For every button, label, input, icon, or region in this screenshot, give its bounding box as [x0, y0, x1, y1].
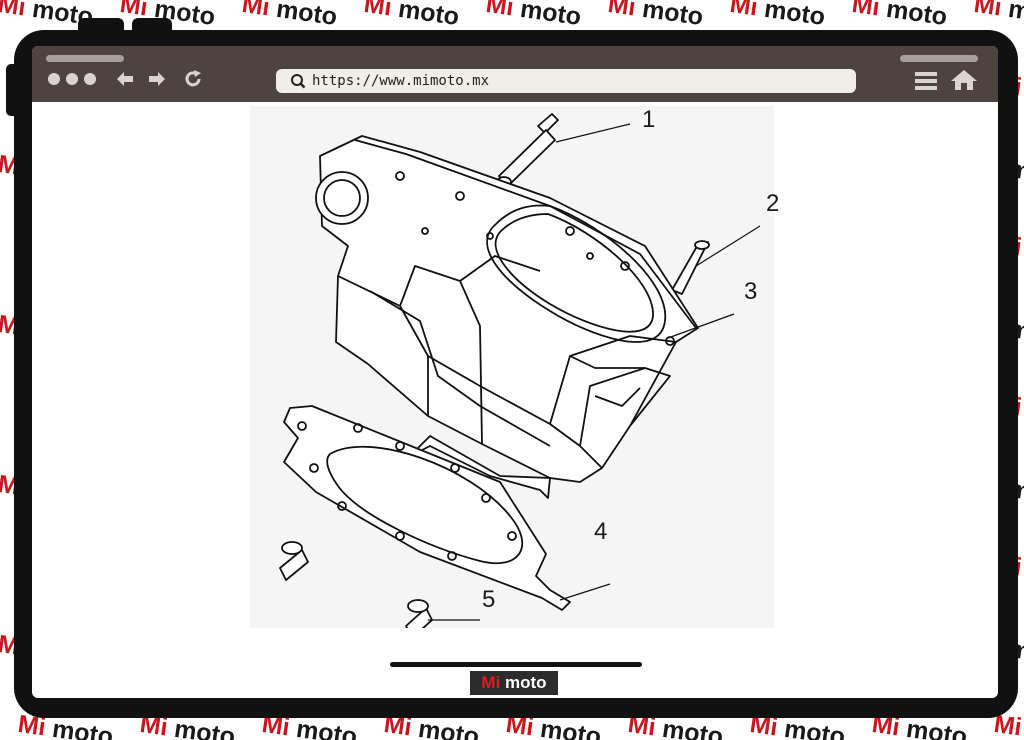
watermark-text: Mi moto [850, 0, 949, 32]
toolbar-pill [46, 55, 124, 62]
callout-3: 3 [744, 278, 758, 305]
cylinder-part [315, 135, 699, 499]
watermark-text: Mi moto [240, 0, 339, 32]
logo-moto: moto [500, 673, 547, 692]
reload-icon[interactable] [182, 68, 204, 90]
callout-5: 5 [482, 586, 496, 613]
address-bar[interactable]: https://www.mimoto.mx [276, 69, 856, 93]
search-icon [291, 74, 306, 89]
callout-1: 1 [642, 106, 656, 133]
parts-diagram: 1 2 3 4 5 [250, 106, 779, 639]
bolt-part [496, 113, 559, 188]
watermark-text: Mi moto [362, 0, 461, 32]
cylinder-exploded-view [279, 113, 761, 639]
url-text: https://www.mimoto.mx [312, 73, 490, 89]
tablet-top-button [78, 18, 124, 32]
back-arrow-icon[interactable] [114, 68, 136, 90]
window-dots-icon[interactable] [48, 73, 96, 85]
tablet-side-button [6, 64, 16, 116]
forward-arrow-icon[interactable] [146, 68, 168, 90]
gasket-part [283, 405, 571, 611]
callout-4: 4 [594, 518, 608, 545]
tablet-top-button [132, 18, 172, 32]
dowel-pin-part [671, 240, 710, 295]
watermark-text: Mi moto [728, 0, 827, 32]
dowel-sleeve-part [279, 541, 433, 639]
logo-mi: Mi [481, 673, 501, 692]
toolbar-pill [900, 55, 978, 62]
browser-toolbar: https://www.mimoto.mx [32, 46, 998, 102]
watermark-text: Mi moto [484, 0, 583, 32]
watermark-text: Mi moto [606, 0, 705, 32]
mimoto-logo: Mi moto [470, 671, 558, 695]
leader-lines [428, 123, 761, 621]
screen: https://www.mimoto.mx [32, 46, 998, 698]
menu-icon[interactable] [914, 70, 938, 92]
callout-2: 2 [766, 190, 780, 217]
home-indicator[interactable] [390, 662, 642, 667]
watermark-text: Mi moto [972, 0, 1024, 32]
home-icon[interactable] [950, 68, 978, 92]
